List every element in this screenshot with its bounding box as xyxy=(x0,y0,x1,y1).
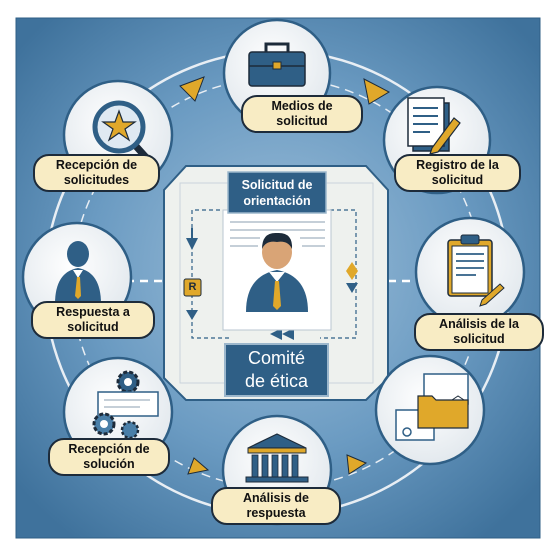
label-line: Análisis de xyxy=(243,491,309,505)
label-line: respuesta xyxy=(246,506,306,520)
document-pen-icon xyxy=(407,97,461,155)
ring-arrow-bottom-right xyxy=(346,454,368,475)
institution-building-icon xyxy=(245,433,309,483)
label-registro-de-la-solicitud: Registro de la solicitud xyxy=(394,154,521,192)
request-title-line-2: orientación xyxy=(243,193,311,208)
ring-arrow-top-right xyxy=(363,78,391,105)
ring-arrow-top-left xyxy=(179,76,205,102)
label-line: solicitud xyxy=(453,332,505,346)
committee-title-line-1: Comité xyxy=(247,348,305,368)
ring-arrow-bottom-left xyxy=(187,457,210,475)
r-badge xyxy=(183,278,202,297)
label-line: solución xyxy=(83,457,135,471)
label-line: Recepción de xyxy=(68,442,150,456)
label-line: solicitud xyxy=(67,320,119,334)
folder-documents-icon xyxy=(395,373,469,441)
label-medios-de-solicitud: Medios de solicitud xyxy=(241,95,363,133)
label-respuesta-a-solicitud: Respuesta a solicitud xyxy=(31,301,155,339)
request-title-line-1: Solicitud de xyxy=(241,177,313,192)
label-recepcion-de-solicitudes: Recepción de solicitudes xyxy=(33,154,160,192)
label-line: Registro de la xyxy=(416,158,499,172)
clipboard-icon xyxy=(447,234,505,307)
committee-title-line-2: de ética xyxy=(244,371,309,391)
committee-box xyxy=(224,343,329,397)
briefcase-icon xyxy=(248,42,306,87)
label-analisis-de-respuesta: Análisis de respuesta xyxy=(211,487,341,525)
label-line: Recepción de xyxy=(55,158,138,172)
central-person-icon xyxy=(246,232,308,312)
label-line: solicitud xyxy=(276,114,328,128)
r-badge-letter: R xyxy=(188,281,197,293)
request-box xyxy=(227,171,327,214)
request-title: Solicitud de orientación xyxy=(228,172,326,213)
label-recepcion-de-solucion: Recepción de solución xyxy=(48,438,170,476)
label-analisis-de-la-solicitud: Análisis de la solicitud xyxy=(414,313,544,351)
label-line: Medios de xyxy=(271,99,333,113)
label-line: solicitud xyxy=(431,173,484,187)
person-icon xyxy=(55,241,101,304)
gears-documents-icon xyxy=(92,370,159,440)
label-line: Análisis de la xyxy=(439,317,519,331)
label-line: Respuesta a xyxy=(56,305,130,319)
committee-title: Comité de ética xyxy=(225,344,328,396)
label-line: solicitudes xyxy=(63,173,130,187)
